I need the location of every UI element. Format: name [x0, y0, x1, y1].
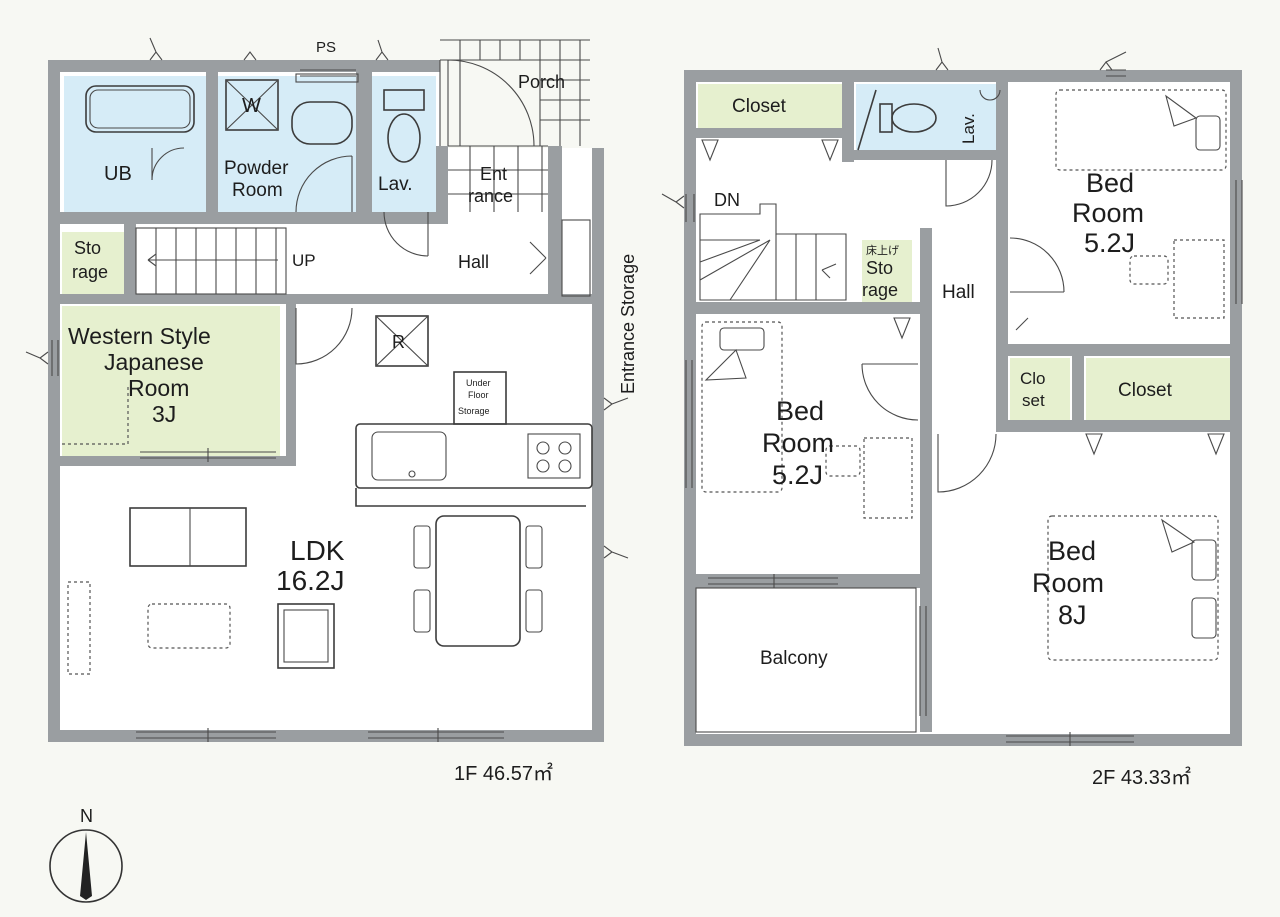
storage-2f-label-2: rage: [862, 280, 898, 300]
storage-1f-label-2: rage: [72, 262, 108, 282]
up-label: UP: [292, 251, 316, 270]
closet-small-label-2: set: [1022, 391, 1045, 410]
lav-2f-label: Lav.: [959, 113, 978, 144]
underfloor-label-2: Floor: [468, 390, 489, 400]
compass: N: [49, 806, 123, 903]
closet-mid: [1086, 358, 1230, 422]
western-room-label-3: Room: [128, 375, 189, 401]
floor1-area: 1F 46.57㎡: [454, 761, 553, 785]
balcony-label: Balcony: [760, 648, 828, 669]
ub-room: [64, 76, 206, 212]
storage-1f-label-1: Sto: [74, 238, 101, 258]
western-japanese-room: [62, 306, 280, 456]
bed-se-size: 8J: [1058, 600, 1087, 630]
w-label: W: [242, 95, 261, 117]
hall-2f-label: Hall: [942, 282, 975, 303]
ldk-label: LDK: [290, 535, 345, 566]
compass-needle-icon: [80, 832, 92, 900]
floor-1: UB W Powder Room PS Lav. Porch Ent rance…: [25, 37, 638, 785]
western-room-size: 3J: [152, 401, 176, 427]
closet-small-label-1: Clo: [1020, 369, 1046, 388]
bed-se-label-2: Room: [1032, 568, 1104, 598]
floor-2: Closet Lav. DN 床上げ Sto rage Hall Bed Roo…: [661, 47, 1243, 789]
bed-w-size: 5.2J: [772, 460, 823, 490]
closet-small: [1010, 358, 1070, 420]
hall-1f-label: Hall: [458, 252, 489, 272]
closet-mid-label: Closet: [1118, 380, 1173, 401]
entrance-label-2: rance: [468, 186, 513, 206]
underfloor-label-3: Storage: [458, 406, 490, 416]
bed-ne-label-2: Room: [1072, 198, 1144, 228]
bed-se-label-1: Bed: [1048, 536, 1096, 566]
compass-north-label: N: [80, 806, 93, 826]
closet-top: [698, 84, 842, 128]
dn-label: DN: [714, 190, 740, 210]
western-room-label-1: Western Style: [68, 323, 211, 349]
lav-1f-label: Lav.: [378, 174, 413, 195]
r-label: R: [392, 332, 405, 352]
lav-room-1f: [372, 76, 436, 212]
bed-ne-size: 5.2J: [1084, 228, 1135, 258]
entrance-label-1: Ent: [480, 164, 507, 184]
entrance-storage-label: Entrance Storage: [618, 254, 638, 394]
balcony-area: [696, 588, 916, 734]
porch-area: [440, 40, 606, 148]
underfloor-label-1: Under: [466, 378, 491, 388]
porch-label: Porch: [518, 72, 565, 92]
storage-2f-label-1: Sto: [866, 258, 893, 278]
western-room-label-2: Japanese: [104, 349, 204, 375]
powder-room-label-1: Powder: [224, 158, 289, 179]
compass-circle: [49, 829, 123, 903]
closet-top-label: Closet: [732, 96, 787, 117]
ub-label: UB: [104, 163, 132, 185]
bed-w-label-1: Bed: [776, 396, 824, 426]
floor2-area: 2F 43.33㎡: [1092, 765, 1191, 789]
ldk-size: 16.2J: [276, 565, 345, 596]
ps-label: PS: [316, 39, 336, 56]
powder-room-label-2: Room: [232, 180, 283, 201]
bed-ne-label-1: Bed: [1086, 168, 1134, 198]
storage-2f-tag: 床上げ: [866, 243, 899, 257]
bed-w-label-2: Room: [762, 428, 834, 458]
